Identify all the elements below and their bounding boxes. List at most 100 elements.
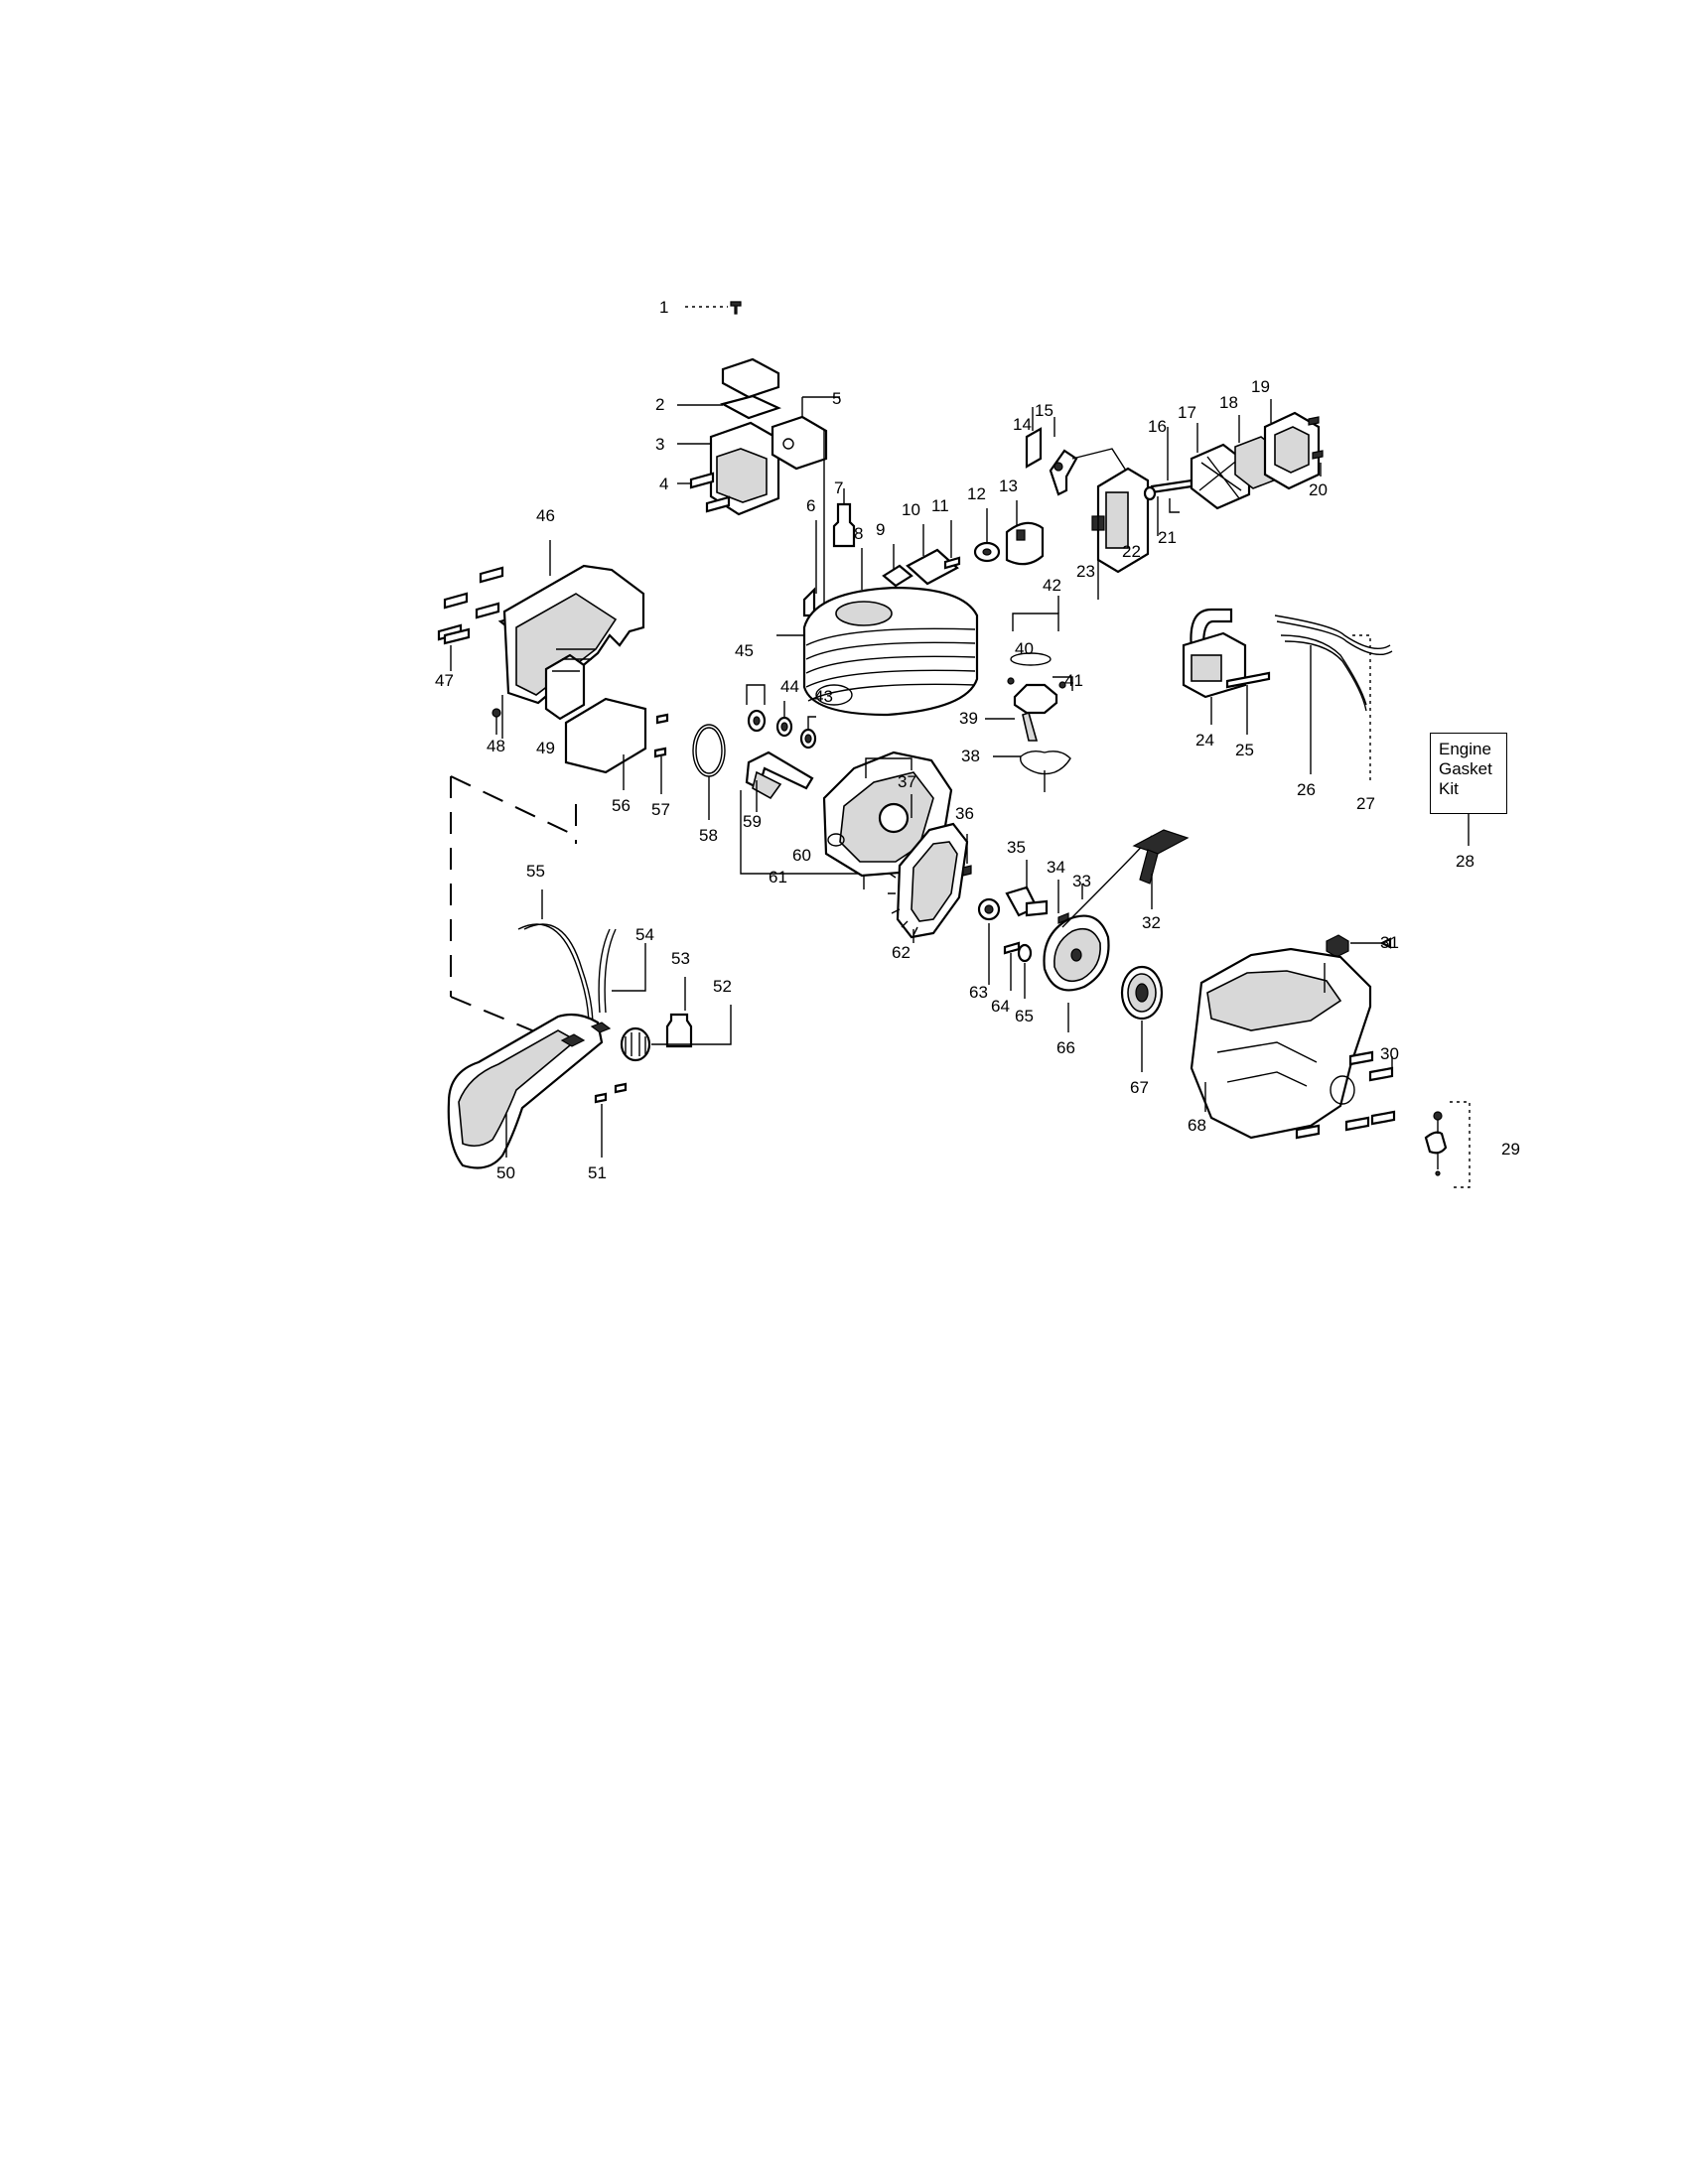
fuel-line-26a <box>1274 614 1391 649</box>
callout-58: 58 <box>699 826 718 845</box>
callout-19: 19 <box>1251 377 1270 396</box>
bolt-4b <box>705 495 731 513</box>
insulator-10 <box>906 548 959 586</box>
o-ring-58 <box>692 724 726 777</box>
muffler-gasket-5 <box>771 415 828 471</box>
starter-handle-32 <box>1132 829 1190 855</box>
washer-65 <box>1017 943 1033 963</box>
callout-48: 48 <box>487 737 505 755</box>
callout-34: 34 <box>1047 858 1065 877</box>
screw-51a <box>614 1082 628 1094</box>
callout-39: 39 <box>959 709 978 728</box>
callout-20: 20 <box>1309 480 1328 499</box>
callout-23: 23 <box>1076 562 1095 581</box>
bolt-47b <box>443 592 469 610</box>
callout-13: 13 <box>999 477 1018 495</box>
callout-44: 44 <box>780 677 799 696</box>
callout-57: 57 <box>651 800 670 819</box>
starter-housing-group <box>1190 934 1471 1188</box>
screw-64 <box>1003 941 1021 955</box>
screw-20b <box>1312 450 1324 460</box>
piston-ring-40 <box>1010 652 1052 666</box>
gasket-14 <box>1025 427 1043 469</box>
carburetor-13 <box>1005 521 1045 566</box>
callout-5: 5 <box>832 389 841 408</box>
screw-11 <box>943 556 961 570</box>
gasket-9 <box>882 564 913 588</box>
muffler-group <box>677 301 840 636</box>
callout-65: 65 <box>1015 1007 1034 1025</box>
pin-36 <box>962 865 972 877</box>
callout-9: 9 <box>876 520 885 539</box>
shroud-group <box>437 540 669 794</box>
callout-55: 55 <box>526 862 545 881</box>
callout-32: 32 <box>1142 913 1161 932</box>
callout-40: 40 <box>1015 639 1034 658</box>
callout-17: 17 <box>1178 403 1196 422</box>
callout-47: 47 <box>435 671 454 690</box>
callout-53: 53 <box>671 949 690 968</box>
callout-37: 37 <box>898 772 916 791</box>
callout-28: 28 <box>1456 852 1474 871</box>
callout-36: 36 <box>955 804 974 823</box>
callout-31: 31 <box>1380 933 1399 952</box>
spark-plug-7 <box>832 502 856 548</box>
callout-29: 29 <box>1501 1140 1520 1159</box>
callout-63: 63 <box>969 983 988 1002</box>
piston-group <box>985 596 1073 792</box>
callout-56: 56 <box>612 796 631 815</box>
fuel-line-54 <box>598 928 611 1014</box>
gasket-38 <box>1020 750 1071 775</box>
screw-57b <box>653 747 667 758</box>
callout-43: 43 <box>814 687 833 706</box>
fuel-cap-52 <box>620 1026 651 1062</box>
muffler-cap-plate <box>721 357 780 399</box>
callout-64: 64 <box>991 997 1010 1016</box>
callout-66: 66 <box>1056 1038 1075 1057</box>
callout-35: 35 <box>1007 838 1026 857</box>
flywheel-group <box>888 822 1153 1032</box>
callout-33: 33 <box>1072 872 1091 890</box>
ignition-group <box>1182 608 1393 784</box>
cylinder-group <box>802 488 979 717</box>
callout-45: 45 <box>735 641 754 660</box>
callout-25: 25 <box>1235 741 1254 759</box>
washer-22 <box>1143 485 1157 501</box>
screw-30a <box>1348 1050 1374 1066</box>
recoil-spring-group <box>1120 965 1164 1072</box>
callout-41: 41 <box>1064 671 1083 690</box>
callout-30: 30 <box>1380 1044 1399 1063</box>
callout-21: 21 <box>1158 528 1177 547</box>
screw-57a <box>655 713 669 725</box>
fuel-line-26b <box>1280 634 1367 706</box>
screw-1 <box>730 301 742 315</box>
assembly-guides <box>450 775 577 1041</box>
gasket-kit-line-2: Gasket <box>1439 759 1492 778</box>
callout-3: 3 <box>655 435 664 454</box>
callout-67: 67 <box>1130 1078 1149 1097</box>
callout-62: 62 <box>892 943 911 962</box>
callout-6: 6 <box>806 496 815 515</box>
heat-shield-56 <box>564 697 647 774</box>
callout-labels: 1 2 3 4 5 6 7 8 9 10 11 12 13 14 15 16 1… <box>435 298 1520 1182</box>
callout-59: 59 <box>743 812 762 831</box>
callout-7: 7 <box>834 478 843 497</box>
callout-22: 22 <box>1122 542 1141 561</box>
callout-46: 46 <box>536 506 555 525</box>
callout-50: 50 <box>496 1163 515 1182</box>
callout-4: 4 <box>659 475 668 493</box>
crankshaft-59 <box>745 751 814 790</box>
intake-group <box>882 407 1150 600</box>
starter-handle-group <box>1132 829 1190 909</box>
muffler-gasket-2 <box>720 394 781 420</box>
callout-18: 18 <box>1219 393 1238 412</box>
fuel-filter-53 <box>665 1013 693 1048</box>
callout-2: 2 <box>655 395 664 414</box>
callout-38: 38 <box>961 747 980 765</box>
callout-16: 16 <box>1148 417 1167 436</box>
gasket-kit-line-1: Engine <box>1439 740 1491 758</box>
callout-52: 52 <box>713 977 732 996</box>
screw-30b <box>1368 1066 1394 1082</box>
lever-15 <box>1049 449 1078 496</box>
engine-gasket-kit-box: Engine Gasket Kit <box>1430 733 1507 814</box>
